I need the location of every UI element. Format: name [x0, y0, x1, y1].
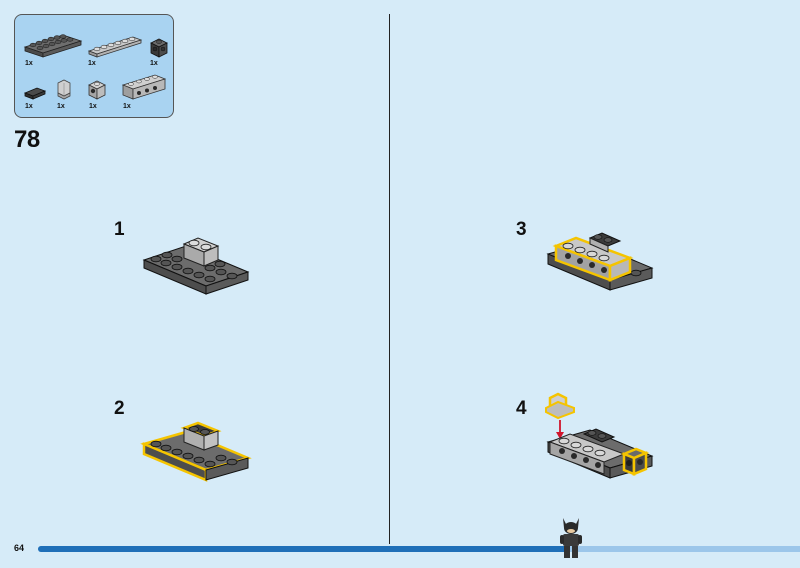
light-gray-bracket-icon: [57, 79, 71, 100]
dark-gray-tile-1x2-icon: [23, 87, 47, 100]
minifigure-icon: [560, 518, 582, 558]
light-gray-brick-1x1-stud-on-side-icon: [88, 80, 106, 100]
part-qty: 1x: [57, 103, 65, 110]
parts-list-box: 1x 1x 1x 1x 1x 1x: [14, 14, 174, 118]
substep-1-model: [142, 237, 250, 295]
page-number: 64: [14, 543, 25, 553]
substep-number-4: 4: [516, 398, 527, 419]
part-qty: 1x: [150, 60, 158, 67]
dark-gray-brick-1x1-studs-on-sides-icon: [150, 38, 168, 58]
light-gray-technic-brick-1x4-icon: [121, 74, 167, 100]
progress-bar-fill: [38, 546, 564, 552]
part-qty: 1x: [88, 60, 96, 67]
column-divider: [389, 14, 390, 544]
part-qty: 1x: [25, 103, 33, 110]
dark-gray-plate-2x6-icon: [23, 34, 83, 58]
step-number: 78: [14, 126, 40, 153]
substep-number-2: 2: [114, 398, 125, 419]
substep-4-model: [545, 392, 654, 479]
substep-3-model: [546, 232, 654, 291]
part-qty: 1x: [123, 103, 131, 110]
substep-number-1: 1: [114, 219, 125, 240]
substep-2-model: [140, 421, 252, 482]
part-qty: 1x: [25, 60, 33, 67]
progress-bar: [38, 546, 800, 552]
part-qty: 1x: [89, 103, 97, 110]
substep-number-3: 3: [516, 219, 527, 240]
light-gray-plate-1x6-icon: [87, 36, 143, 58]
